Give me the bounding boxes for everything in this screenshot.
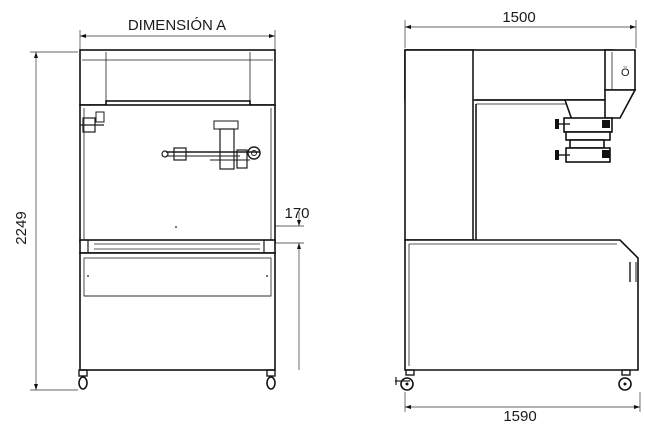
hood-symbol-icon: Ö — [621, 67, 630, 79]
front-tray — [79, 239, 276, 254]
side-column — [404, 49, 474, 241]
side-lower-cabinet — [404, 239, 639, 371]
front-upper-body — [79, 104, 276, 243]
front-view: DIMENSIÓN A 2249 170 — [13, 17, 310, 391]
front-roller-mechanism — [161, 120, 261, 170]
front-width-dimension: DIMENSIÓN A — [79, 17, 276, 50]
side-feeder — [555, 89, 637, 163]
side-top-width-label: 1500 — [502, 9, 535, 26]
front-depth-label: 170 — [284, 205, 309, 222]
front-depth-dimension: 170 — [272, 205, 310, 370]
front-width-label: DIMENSIÓN A — [128, 17, 226, 34]
front-hood — [79, 49, 276, 106]
side-view: 1500 1590 Ö — [395, 9, 641, 425]
side-bottom-width-dimension: 1590 — [404, 392, 641, 425]
front-height-label: 2249 — [13, 211, 30, 244]
front-height-dimension: 2249 — [13, 51, 78, 391]
side-bottom-width-label: 1590 — [503, 408, 536, 425]
front-lower-cabinet — [79, 252, 276, 371]
front-casters — [78, 369, 276, 390]
side-casters — [395, 369, 632, 391]
side-hood-end — [604, 49, 636, 91]
side-top-width-dimension: 1500 — [404, 9, 637, 48]
